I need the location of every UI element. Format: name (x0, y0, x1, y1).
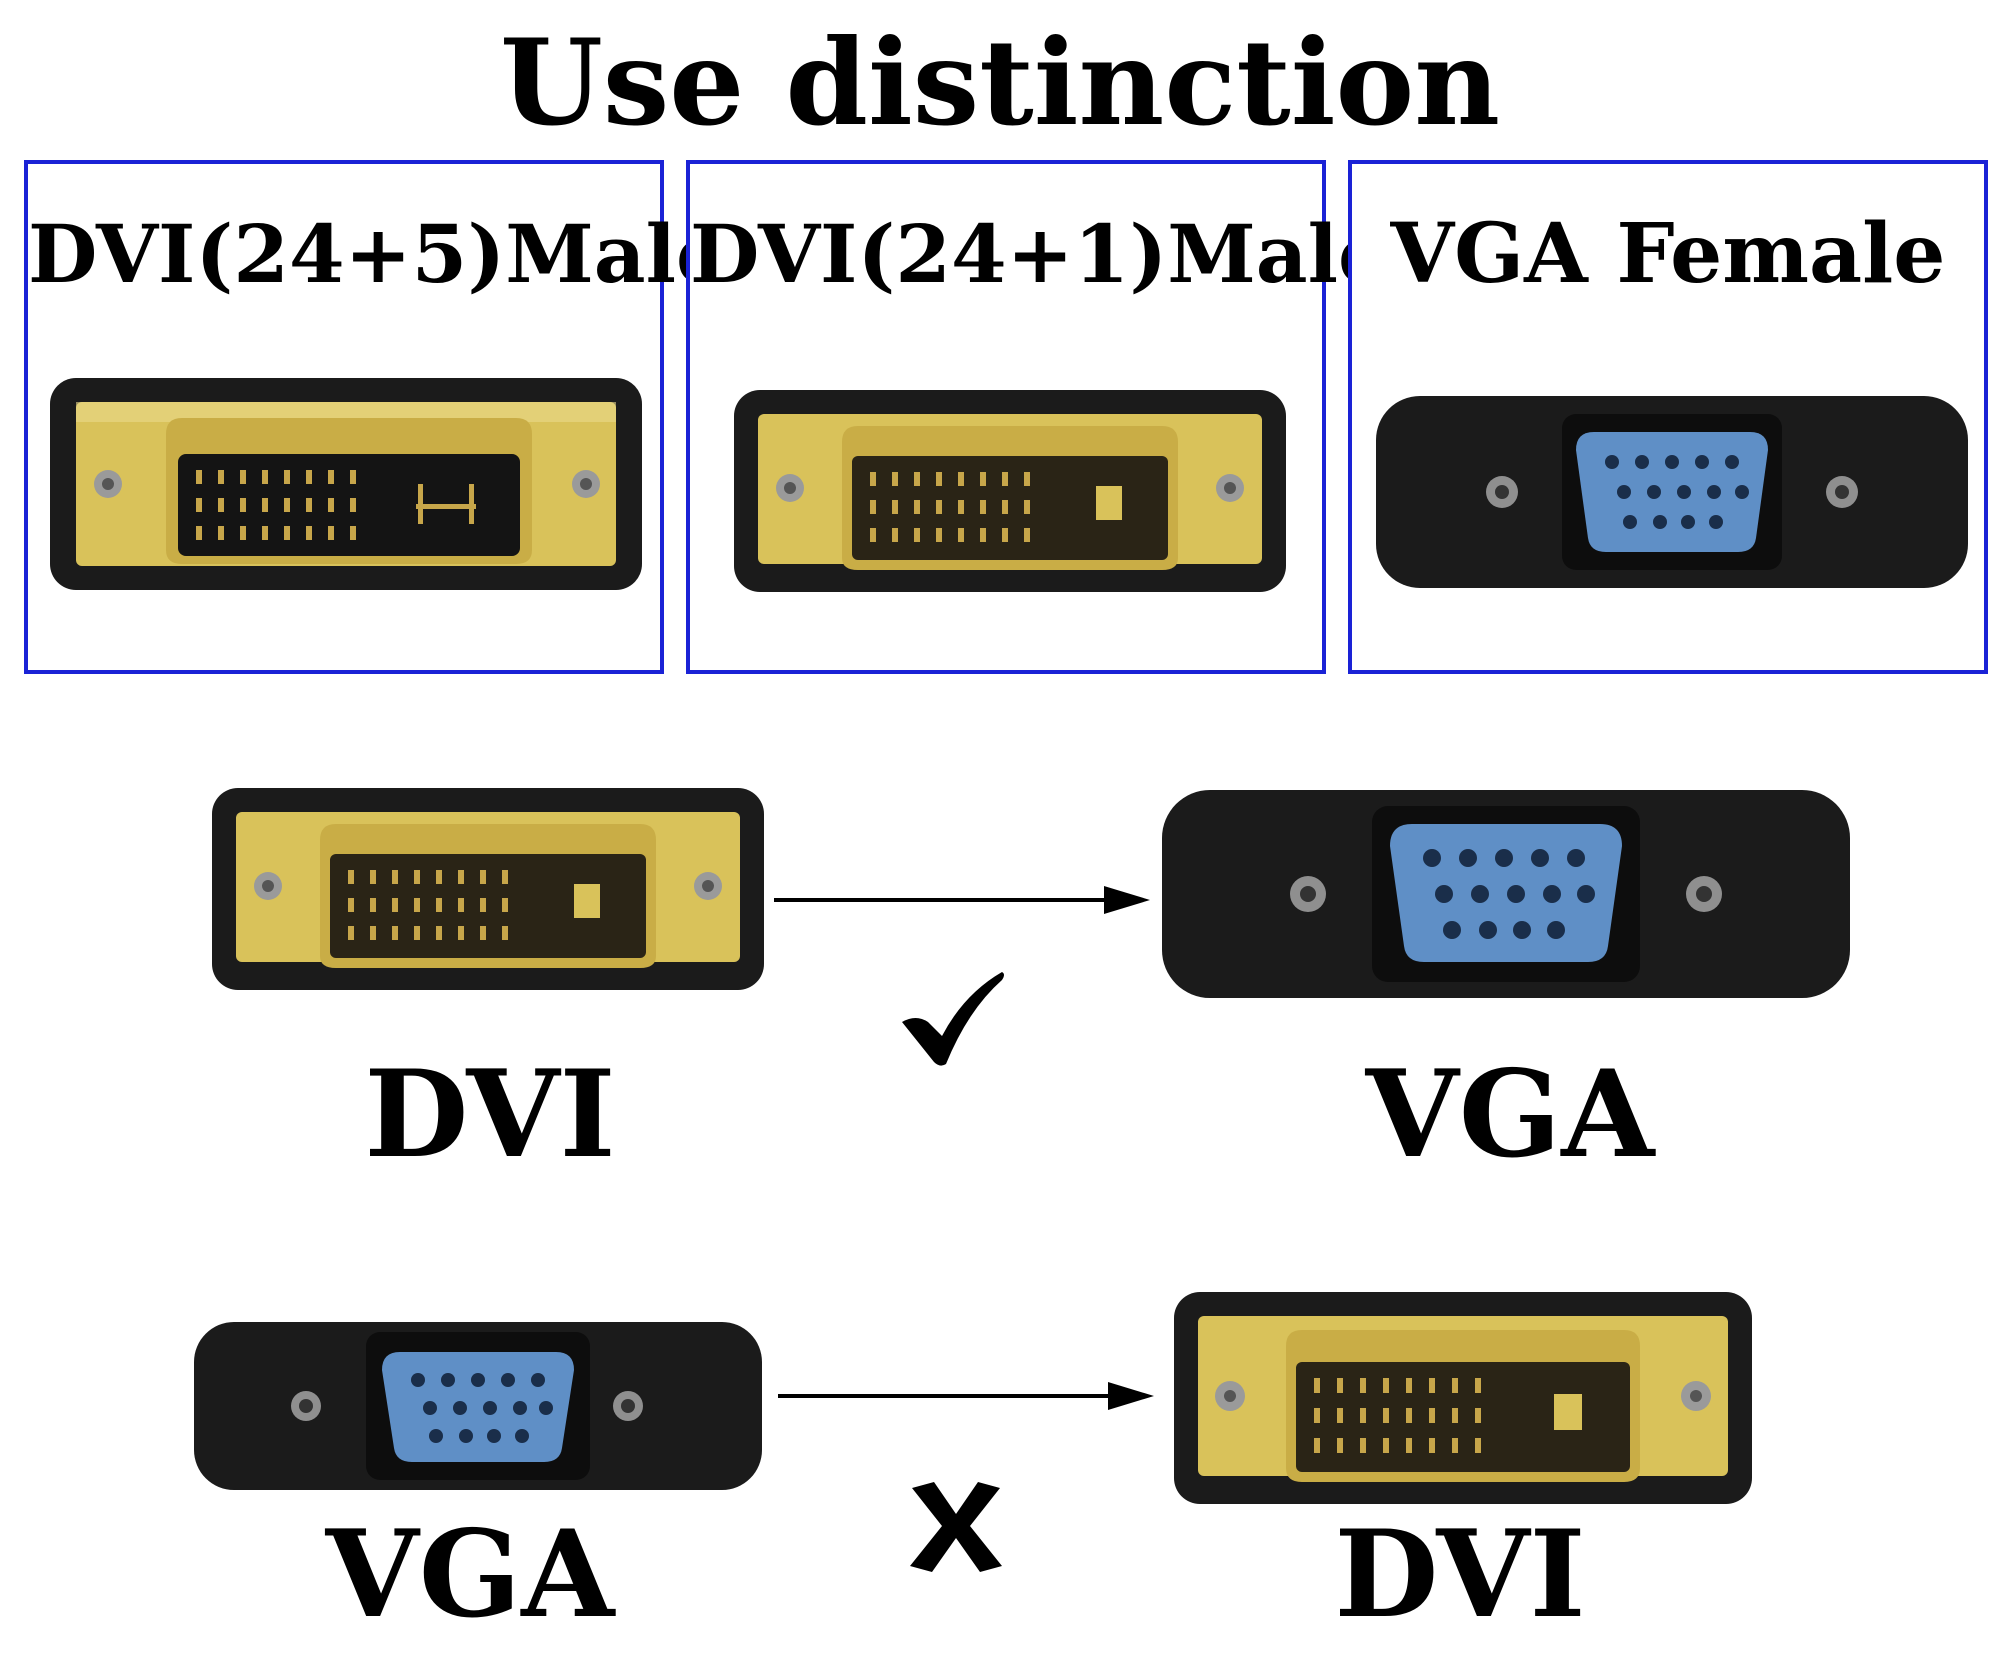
row1-from-label: DVI (364, 1044, 616, 1185)
box-dvi-24-1: DVI(24+1)Male (686, 160, 1389, 674)
box-vga-female: VGA Female (1348, 160, 1988, 674)
box-label-dvi-24-5: DVI(24+5)Male (28, 207, 727, 301)
row2-to-label: DVI (1334, 1504, 1586, 1645)
vga-female-connector-icon (1376, 396, 1968, 588)
row1-dvi-connector-icon (212, 788, 764, 990)
row1-arrow-icon (774, 886, 1150, 914)
check-icon (902, 972, 1004, 1066)
row1-to-label: VGA (1365, 1044, 1655, 1185)
row2-dvi-connector-icon (1174, 1292, 1752, 1504)
page-title: Use distinction (499, 13, 1501, 152)
row1-vga-connector-icon (1162, 790, 1850, 998)
cross-icon (910, 1482, 1002, 1572)
row2-from-label: VGA (325, 1504, 615, 1645)
box-dvi-24-5: DVI(24+5)Male (24, 160, 727, 674)
box-label-dvi-24-1: DVI(24+1)Male (690, 207, 1389, 301)
dvi-24-5-male-connector-icon (50, 378, 642, 590)
dvi-24-1-male-connector-icon (734, 390, 1286, 592)
box-label-vga-female: VGA Female (1390, 206, 1946, 302)
row2-vga-connector-icon (194, 1322, 762, 1490)
row2-arrow-icon (778, 1382, 1154, 1410)
